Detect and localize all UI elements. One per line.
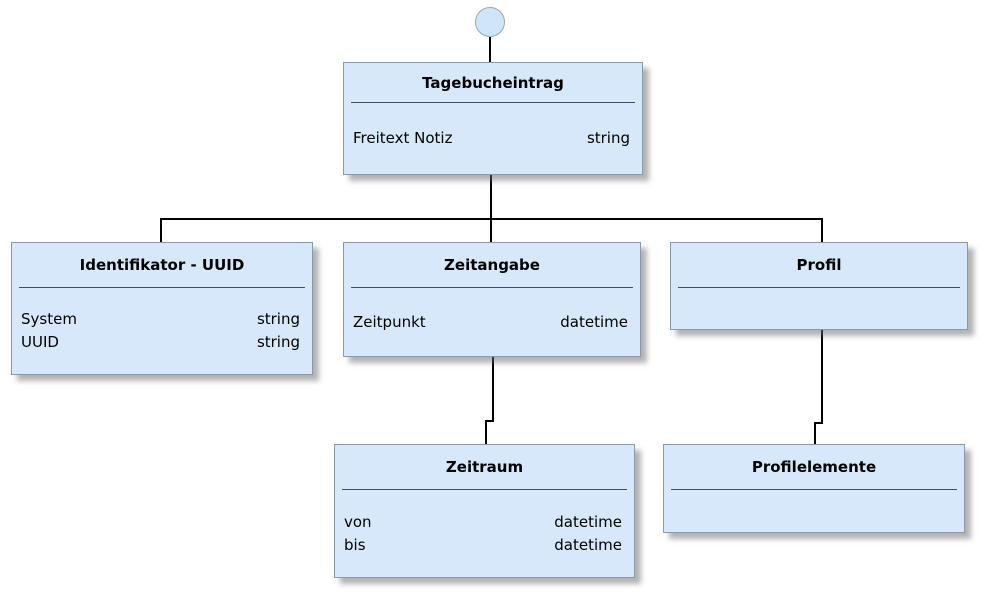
title-separator bbox=[342, 489, 627, 490]
edge-zeitangabe-to-zeitraum bbox=[485, 356, 494, 445]
class-title: Profil bbox=[796, 256, 842, 274]
class-box-zeitangabe: Zeitangabe Zeitpunkt datetime bbox=[343, 242, 641, 357]
attribute-name: System bbox=[21, 310, 77, 328]
title-separator bbox=[19, 287, 305, 288]
class-box-profilelemente: Profilelemente bbox=[663, 444, 965, 533]
attribute-row: UUID string bbox=[21, 331, 300, 354]
attribute-row: von datetime bbox=[344, 511, 622, 534]
attribute-type: string bbox=[256, 333, 300, 351]
attribute-list bbox=[664, 490, 964, 532]
title-separator bbox=[351, 287, 633, 288]
class-title: Profilelemente bbox=[751, 458, 877, 476]
class-box-zeitraum: Zeitraum von datetime bis datetime bbox=[334, 444, 635, 578]
class-title: Zeitraum bbox=[445, 458, 524, 476]
class-title: Tagebucheintrag bbox=[422, 73, 564, 92]
attribute-row: System string bbox=[21, 308, 300, 331]
attribute-name: Zeitpunkt bbox=[353, 312, 426, 331]
attribute-row: Zeitpunkt datetime bbox=[353, 311, 628, 334]
title-separator bbox=[678, 287, 960, 288]
attribute-list: Freitext Notiz string bbox=[344, 103, 642, 174]
edge-profil-to-profilelemente bbox=[814, 329, 823, 445]
attribute-list: System string UUID string bbox=[12, 288, 312, 374]
attribute-name: UUID bbox=[21, 333, 59, 351]
class-title: Identifikator - UUID bbox=[79, 256, 245, 274]
class-title: Zeitangabe bbox=[444, 256, 540, 274]
attribute-type: string bbox=[256, 310, 300, 328]
title-separator bbox=[671, 489, 957, 490]
attribute-type: datetime bbox=[554, 535, 622, 554]
attribute-type: datetime bbox=[560, 312, 628, 331]
class-box-identifikator-uuid: Identifikator - UUID System string UUID … bbox=[11, 242, 313, 375]
attribute-list: Zeitpunkt datetime bbox=[344, 288, 640, 356]
attribute-list bbox=[671, 288, 967, 329]
class-box-profil: Profil bbox=[670, 242, 968, 330]
attribute-row: Freitext Notiz string bbox=[353, 127, 630, 150]
attribute-name: von bbox=[344, 512, 372, 531]
attribute-list: von datetime bis datetime bbox=[335, 490, 634, 577]
edge-children-bus bbox=[160, 218, 823, 242]
attribute-row: bis datetime bbox=[344, 534, 622, 557]
attribute-type: string bbox=[586, 129, 630, 147]
attribute-type: datetime bbox=[554, 512, 622, 531]
attribute-name: bis bbox=[344, 535, 366, 554]
attribute-name: Freitext Notiz bbox=[353, 129, 453, 147]
title-separator bbox=[351, 102, 635, 103]
class-box-tagebucheintrag: Tagebucheintrag Freitext Notiz string bbox=[343, 62, 643, 175]
root-anchor-circle bbox=[475, 7, 505, 37]
